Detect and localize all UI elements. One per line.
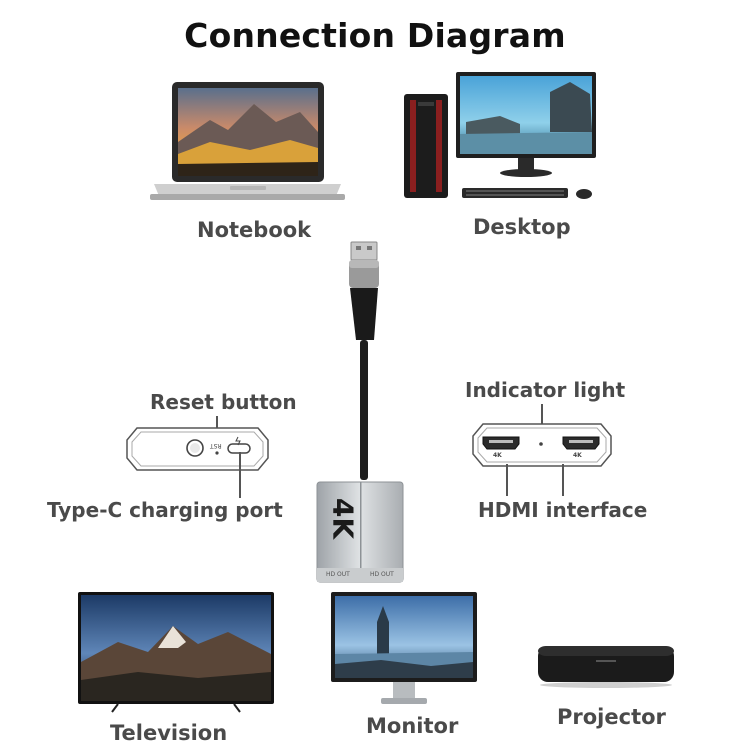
hdmi-port-mark-right: 4K (573, 452, 582, 459)
side-view-reset-typec (126, 427, 269, 471)
indicator-light-pointer (541, 404, 543, 436)
television-label: Television (110, 721, 228, 745)
desktop-image (404, 72, 596, 199)
projector-label: Projector (557, 705, 666, 729)
projector-image (538, 646, 674, 688)
side-view-hdmi-ports (472, 423, 612, 467)
adapter-port-label-left: HD OUT (326, 571, 350, 578)
adapter-port-label-right: HD OUT (370, 571, 394, 578)
hdmi-interface-pointer-left (506, 464, 508, 496)
monitor-label: Monitor (366, 714, 459, 738)
adapter-cable (349, 241, 379, 480)
indicator-light-label: Indicator light (465, 378, 626, 402)
adapter-4k-badge: 4K (326, 497, 360, 540)
notebook-label: Notebook (197, 218, 312, 242)
hdmi-interface-pointer-right (562, 464, 564, 496)
type-c-charging-port-label: Type-C charging port (47, 498, 283, 522)
television-image (78, 592, 274, 713)
hdmi-port-mark-left: 4K (493, 452, 502, 459)
hdmi-interface-label: HDMI interface (478, 498, 648, 522)
reset-button-label: Reset button (150, 390, 297, 414)
rst-mark: RST (210, 442, 222, 449)
monitor-image (331, 592, 477, 704)
type-c-pointer (239, 452, 241, 498)
notebook-image (150, 82, 345, 200)
desktop-label: Desktop (473, 215, 571, 239)
page-title: Connection Diagram (184, 16, 566, 55)
adapter-body (316, 481, 404, 583)
